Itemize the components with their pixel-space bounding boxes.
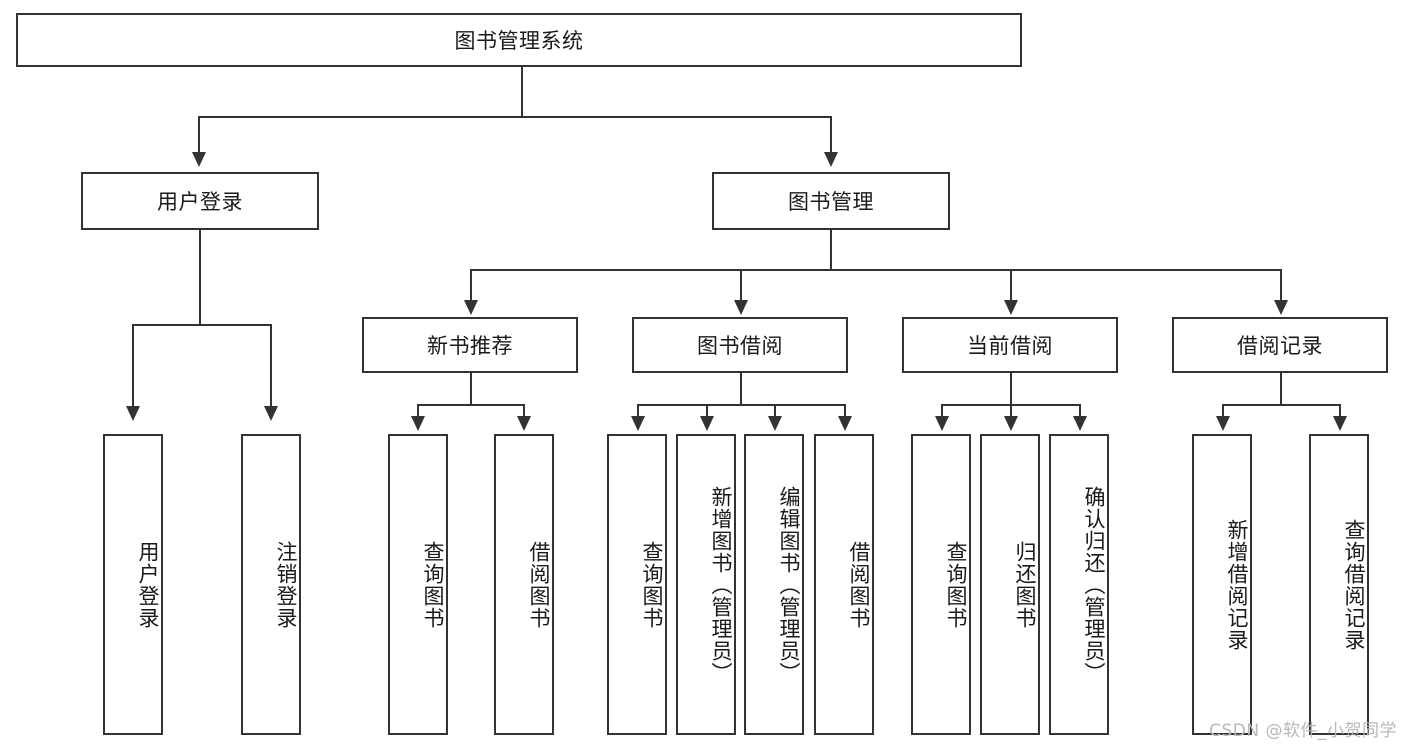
node-label: 当前借阅 bbox=[967, 334, 1053, 358]
connector-book-borrow-to-leaf-4 bbox=[844, 404, 846, 417]
leaf-add-book-admin[interactable]: 新增图书（管理员） bbox=[676, 434, 736, 735]
connector-current-borrow-to-leaf-3 bbox=[1079, 404, 1081, 417]
leaf-return-book[interactable]: 归还图书 bbox=[980, 434, 1040, 735]
arrowhead-icon bbox=[1274, 300, 1288, 315]
connector-current-borrow-to-leaf-2 bbox=[1010, 404, 1012, 417]
leaf-borrow-book[interactable]: 借阅图书 bbox=[814, 434, 874, 735]
node-label: 图书借阅 bbox=[697, 334, 783, 358]
connector-book-borrow-to-leaf-3 bbox=[774, 404, 776, 417]
connector-to-book-borrow bbox=[740, 269, 742, 302]
arrowhead-icon bbox=[517, 416, 531, 431]
arrowhead-icon bbox=[126, 406, 140, 421]
arrowhead-icon bbox=[768, 416, 782, 431]
node-label: 注销登录 bbox=[274, 540, 298, 629]
arrowhead-icon bbox=[935, 416, 949, 431]
arrowhead-icon bbox=[1333, 416, 1347, 431]
connector-borrow-record-bar bbox=[1222, 404, 1339, 406]
arrowhead-icon bbox=[464, 300, 478, 315]
arrowhead-icon bbox=[1004, 416, 1018, 431]
node-new-book-recommend[interactable]: 新书推荐 bbox=[362, 317, 578, 373]
connector-current-borrow-stem bbox=[1010, 373, 1012, 405]
node-user-login[interactable]: 用户登录 bbox=[81, 172, 319, 230]
leaf-edit-book-admin[interactable]: 编辑图书（管理员） bbox=[744, 434, 804, 735]
arrowhead-icon bbox=[700, 416, 714, 431]
node-label: 借阅记录 bbox=[1237, 334, 1323, 358]
node-label: 用户登录 bbox=[157, 190, 243, 214]
arrowhead-icon bbox=[264, 406, 278, 421]
arrowhead-icon bbox=[1216, 416, 1230, 431]
leaf-user-logout[interactable]: 注销登录 bbox=[241, 434, 301, 735]
connector-book-borrow-stem bbox=[740, 373, 742, 405]
node-label: 查询图书 bbox=[640, 540, 664, 629]
node-borrow-record[interactable]: 借阅记录 bbox=[1172, 317, 1388, 373]
node-book-borrow[interactable]: 图书借阅 bbox=[632, 317, 848, 373]
connector-book-manage-bar bbox=[470, 269, 1281, 271]
arrowhead-icon bbox=[631, 416, 645, 431]
node-label: 借阅图书 bbox=[527, 540, 551, 629]
arrowhead-icon bbox=[192, 152, 206, 167]
node-label: 新书推荐 bbox=[427, 334, 513, 358]
node-label: 用户登录 bbox=[136, 540, 160, 629]
node-root-book-management-system[interactable]: 图书管理系统 bbox=[16, 13, 1022, 67]
connector-book-borrow-to-leaf-2 bbox=[706, 404, 708, 417]
node-label: 查询图书 bbox=[944, 540, 968, 629]
leaf-confirm-return-admin[interactable]: 确认归还（管理员） bbox=[1049, 434, 1109, 735]
arrowhead-icon bbox=[824, 152, 838, 167]
connector-to-current-borrow bbox=[1010, 269, 1012, 302]
connector-current-borrow-to-leaf-1 bbox=[941, 404, 943, 417]
node-label: 查询图书 bbox=[421, 540, 445, 629]
connector-book-borrow-to-leaf-1 bbox=[637, 404, 639, 417]
node-label: 编辑图书（管理员） bbox=[777, 485, 801, 684]
connector-root-bar bbox=[198, 116, 832, 118]
connector-new-book-stem bbox=[470, 373, 472, 405]
arrowhead-icon bbox=[1073, 416, 1087, 431]
node-label: 确认归还（管理员） bbox=[1082, 485, 1106, 684]
node-label: 归还图书 bbox=[1013, 540, 1037, 629]
node-label: 新增借阅记录 bbox=[1225, 518, 1249, 651]
arrowhead-icon bbox=[838, 416, 852, 431]
connector-user-login-to-leaf-1 bbox=[132, 324, 134, 408]
leaf-query-borrow-record[interactable]: 查询借阅记录 bbox=[1309, 434, 1369, 735]
connector-new-book-bar bbox=[417, 404, 524, 406]
leaf-add-borrow-record[interactable]: 新增借阅记录 bbox=[1192, 434, 1252, 735]
node-label: 图书管理系统 bbox=[454, 29, 584, 53]
connector-borrow-record-stem bbox=[1280, 373, 1282, 405]
connector-root-to-book-manage bbox=[830, 116, 832, 154]
connector-to-new-book-recommend bbox=[470, 269, 472, 302]
leaf-query-book-borrow[interactable]: 查询图书 bbox=[607, 434, 667, 735]
node-book-management[interactable]: 图书管理 bbox=[712, 172, 950, 230]
connector-to-borrow-record bbox=[1280, 269, 1282, 302]
connector-root-to-user-login bbox=[198, 116, 200, 154]
leaf-borrow-book-recommend[interactable]: 借阅图书 bbox=[494, 434, 554, 735]
node-label: 图书管理 bbox=[788, 190, 874, 214]
connector-new-book-to-leaf-1 bbox=[417, 404, 419, 417]
node-label: 新增图书（管理员） bbox=[709, 485, 733, 684]
connector-user-login-stem bbox=[199, 230, 201, 325]
leaf-query-book-current[interactable]: 查询图书 bbox=[911, 434, 971, 735]
connector-user-login-bar bbox=[132, 324, 271, 326]
connector-new-book-to-leaf-2 bbox=[523, 404, 525, 417]
node-label: 查询借阅记录 bbox=[1342, 518, 1366, 651]
connector-book-borrow-bar bbox=[637, 404, 845, 406]
arrowhead-icon bbox=[411, 416, 425, 431]
leaf-query-book-recommend[interactable]: 查询图书 bbox=[388, 434, 448, 735]
arrowhead-icon bbox=[1004, 300, 1018, 315]
connector-borrow-record-to-leaf-2 bbox=[1339, 404, 1341, 417]
connector-borrow-record-to-leaf-1 bbox=[1222, 404, 1224, 417]
node-current-borrow[interactable]: 当前借阅 bbox=[902, 317, 1118, 373]
arrowhead-icon bbox=[734, 300, 748, 315]
node-label: 借阅图书 bbox=[847, 540, 871, 629]
connector-book-manage-stem bbox=[830, 230, 832, 270]
connector-user-login-to-leaf-2 bbox=[270, 324, 272, 408]
connector-root-stem bbox=[521, 67, 523, 117]
leaf-user-login[interactable]: 用户登录 bbox=[103, 434, 163, 735]
